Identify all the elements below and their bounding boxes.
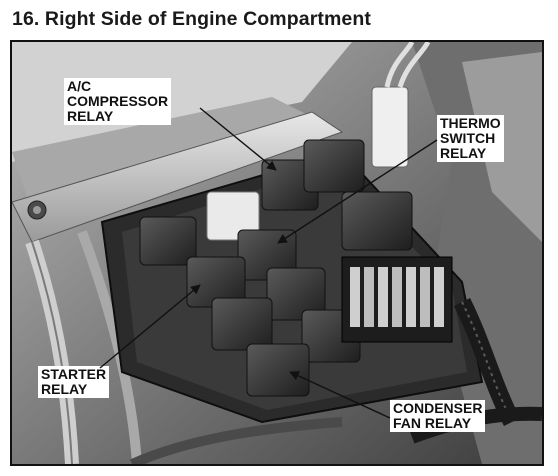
thermo-switch-relay-label: THERMO SWITCH RELAY bbox=[437, 115, 504, 162]
starter-relay-label: STARTER RELAY bbox=[38, 366, 110, 398]
fuse-panel bbox=[341, 256, 453, 343]
ac-compressor-relay-label: A/C COMPRESSOR RELAY bbox=[64, 78, 172, 125]
page-title: 16. Right Side of Engine Compartment bbox=[12, 8, 371, 30]
condenser-fan-relay-label: CONDENSER FAN RELAY bbox=[390, 400, 486, 432]
